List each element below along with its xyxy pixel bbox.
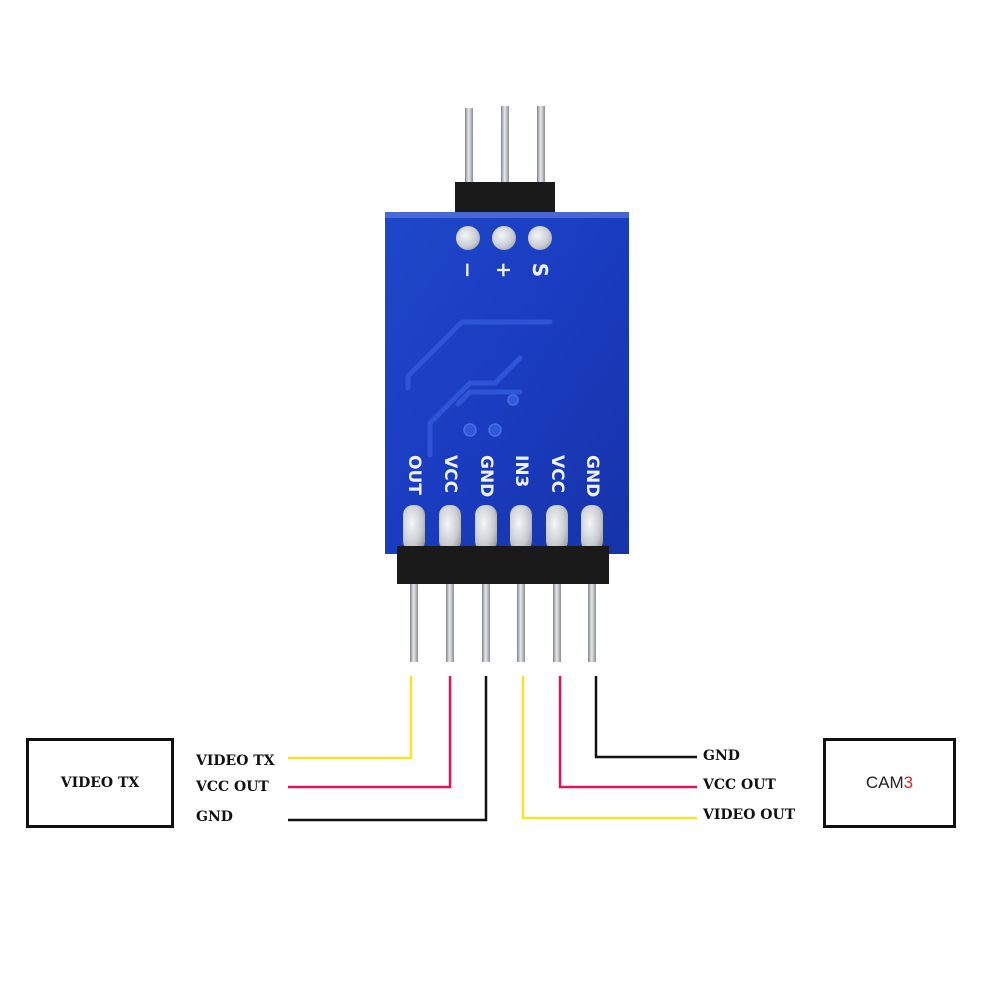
- label-top-positive: +: [492, 262, 516, 279]
- label-bottom-vcc-2: VCC: [547, 455, 567, 493]
- wire-vcc-out-right: [558, 676, 697, 789]
- label-bottom-out: OUT: [404, 455, 424, 495]
- top-header-block: [455, 182, 555, 214]
- wire-label-gnd-left: GND: [196, 809, 233, 825]
- top-pin-positive: [501, 106, 509, 188]
- label-top-signal: S: [528, 263, 552, 277]
- label-bottom-vcc-1: VCC: [440, 455, 460, 493]
- wire-label-gnd-right: GND: [703, 748, 740, 764]
- wire-video-tx: [288, 676, 413, 760]
- top-pin-negative: [465, 108, 473, 188]
- top-pads: [456, 226, 552, 250]
- pad-negative: [456, 226, 480, 250]
- wire-gnd-right: [594, 676, 697, 759]
- label-bottom-in3: IN3: [511, 455, 531, 487]
- video-tx-box-label: VIDEO TX: [60, 775, 140, 791]
- pad-signal: [528, 226, 552, 250]
- wire-gnd-left: [288, 676, 488, 822]
- top-header-pins: [465, 106, 545, 188]
- pcb-board: [385, 212, 629, 554]
- bottom-header-block: [397, 546, 609, 584]
- wire-label-video-tx: VIDEO TX: [196, 753, 275, 769]
- bottom-header-pins: [410, 584, 596, 662]
- pcb-traces: [405, 319, 553, 458]
- wire-vcc-out-left: [288, 676, 452, 789]
- wire-label-vcc-out-left: VCC OUT: [196, 779, 269, 795]
- wire-label-video-out: VIDEO OUT: [703, 807, 796, 823]
- top-pin-signal: [537, 106, 545, 188]
- pcb-top-edge: [385, 212, 629, 218]
- wire-label-vcc-out-right: VCC OUT: [703, 777, 776, 793]
- camera-box-label: CAM: [865, 773, 904, 792]
- bottom-pads: [403, 505, 603, 551]
- label-bottom-gnd-1: GND: [476, 455, 496, 497]
- pad-positive: [492, 226, 516, 250]
- wires: [288, 676, 697, 822]
- wire-video-out: [521, 676, 697, 820]
- pcb-vias: [463, 394, 519, 437]
- label-bottom-gnd-2: GND: [582, 455, 602, 497]
- video-tx-box: VIDEO TX: [26, 738, 174, 828]
- label-top-negative: −: [456, 262, 480, 279]
- camera-box-number: 3: [903, 773, 914, 792]
